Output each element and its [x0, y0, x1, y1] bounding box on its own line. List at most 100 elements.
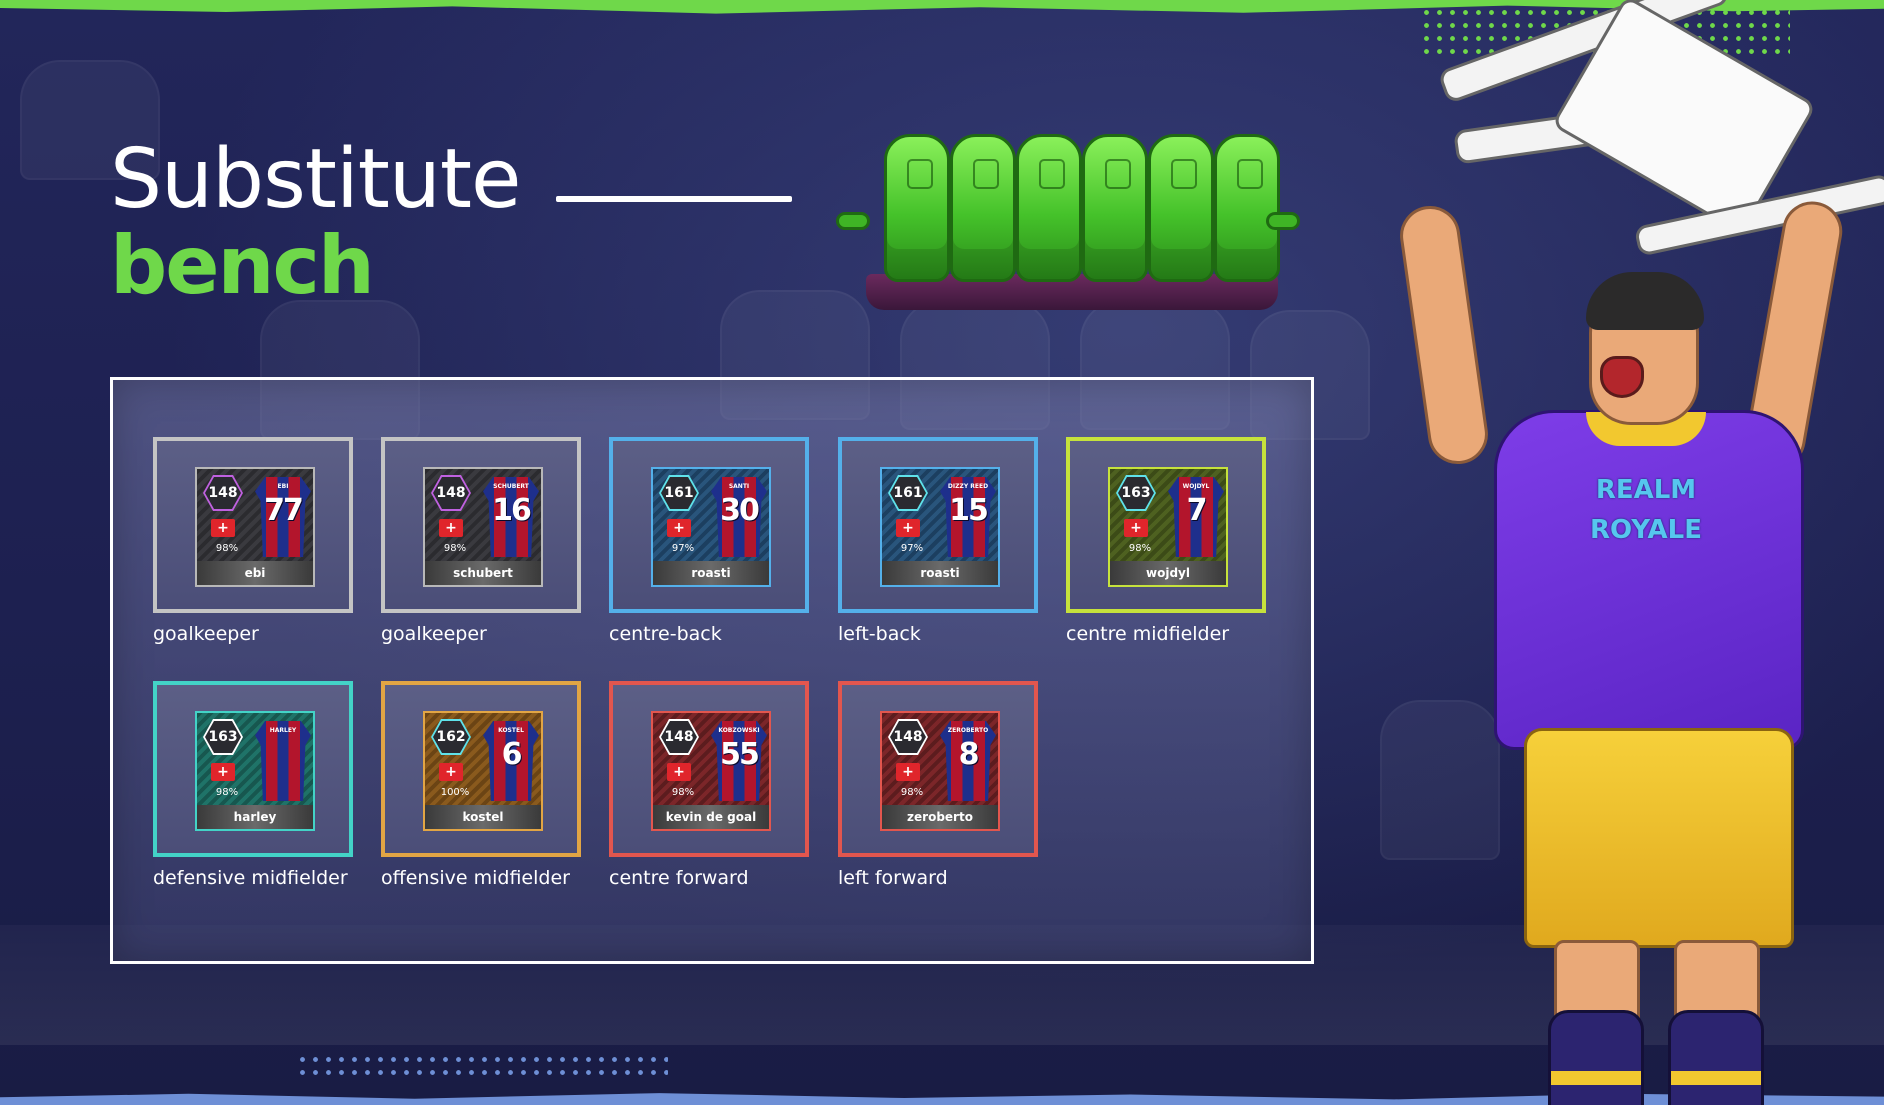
bench-armrest: [836, 212, 870, 230]
player-rating: 161: [890, 477, 926, 509]
rating-hexagon: 148: [431, 475, 471, 511]
player-position: defensive midfielder: [153, 867, 348, 889]
jersey-number: 8: [958, 737, 980, 772]
jersey-number: 77: [264, 493, 304, 528]
player-fitness: 98%: [900, 787, 924, 798]
swiss-flag-icon: +: [439, 519, 463, 537]
swiss-flag-icon: +: [439, 763, 463, 781]
player-fitness: 98%: [443, 543, 467, 554]
jersey-name: DIZZY REED: [947, 483, 989, 490]
jersey-number: 30: [720, 493, 760, 528]
swiss-flag-icon: +: [1124, 519, 1148, 537]
player-fitness: 98%: [215, 543, 239, 554]
bench-seat: [1148, 134, 1214, 282]
rating-hexagon: 161: [888, 475, 928, 511]
player-position: goalkeeper: [381, 623, 487, 645]
jersey-number: 55: [720, 737, 760, 772]
player-slot: 148 +98% KOBZOWSKI 55 kevin de goal centre fo…: [609, 681, 809, 889]
player-rating: 148: [433, 477, 469, 509]
player-card-face: 148 +98% KOBZOWSKI 55 kevin de goal: [651, 711, 771, 831]
swiss-flag-icon: +: [667, 763, 691, 781]
player-position: centre-back: [609, 623, 722, 645]
player-rating: 148: [205, 477, 241, 509]
rating-hexagon: 148: [659, 719, 699, 755]
player-card[interactable]: 161 +97% SANTI 30 roasti: [609, 437, 809, 613]
player-name: roasti: [653, 561, 769, 585]
jersey-name: EBI: [277, 483, 289, 490]
swiss-flag-icon: +: [211, 763, 235, 781]
player-fitness: 97%: [671, 543, 695, 554]
player-arm-left: [1396, 202, 1492, 468]
player-position: offensive midfielder: [381, 867, 570, 889]
player-rating: 163: [1118, 477, 1154, 509]
rating-hexagon: 163: [203, 719, 243, 755]
player-position: left-back: [838, 623, 921, 645]
swiss-flag-icon: +: [896, 763, 920, 781]
bottom-torn-band: [0, 1093, 1884, 1105]
angry-player-illustration: REALM ROYALE: [1374, 0, 1884, 1105]
player-position: centre forward: [609, 867, 749, 889]
background-seat: [1380, 700, 1500, 860]
player-name: zeroberto: [882, 805, 998, 829]
jersey-name: KOBZOWSKI: [718, 727, 760, 734]
player-name: schubert: [425, 561, 541, 585]
jersey-name: KOSTEL: [498, 727, 524, 734]
jersey-icon: DIZZY REED 15: [940, 477, 996, 557]
player-rating: 148: [661, 721, 697, 753]
swiss-flag-icon: +: [896, 519, 920, 537]
player-rating: 161: [661, 477, 697, 509]
player-name: kevin de goal: [653, 805, 769, 829]
jersey-number: 15: [949, 493, 989, 528]
player-slot: 161 +97% SANTI 30 roasti centre-back: [609, 437, 809, 645]
player-rating: 148: [890, 721, 926, 753]
rating-hexagon: 163: [1116, 475, 1156, 511]
player-position: goalkeeper: [153, 623, 259, 645]
player-shorts: [1524, 728, 1794, 948]
player-card-face: 161 +97% SANTI 30 roasti: [651, 467, 771, 587]
jersey-icon: SANTI 30: [711, 477, 767, 557]
swiss-flag-icon: +: [667, 519, 691, 537]
jersey-number: 7: [1186, 493, 1208, 528]
player-fitness: 98%: [671, 787, 695, 798]
jersey-icon: KOSTEL 6: [483, 721, 539, 801]
jersey-name: SCHUBERT: [493, 483, 529, 490]
player-fitness: 98%: [215, 787, 239, 798]
player-rating: 162: [433, 721, 469, 753]
jersey-name: HARLEY: [269, 727, 297, 734]
bench-seat: [1214, 134, 1280, 282]
page-title: Substitute bench: [110, 136, 521, 308]
player-sock-left: [1548, 1010, 1644, 1105]
dot-pattern-bottom: [296, 1053, 668, 1079]
rating-hexagon: 162: [431, 719, 471, 755]
player-position: left forward: [838, 867, 948, 889]
bench-seat: [884, 134, 950, 282]
title-underline-rule: [556, 196, 792, 202]
jersey-icon: KOBZOWSKI 55: [711, 721, 767, 801]
swiss-flag-icon: +: [211, 519, 235, 537]
player-fitness: 98%: [1128, 543, 1152, 554]
jersey-name: SANTI: [728, 483, 750, 490]
jersey-number: 6: [501, 737, 523, 772]
player-card[interactable]: 148 +98% KOBZOWSKI 55 kevin de goal: [609, 681, 809, 857]
bench-seat: [950, 134, 1016, 282]
rating-hexagon: 148: [888, 719, 928, 755]
